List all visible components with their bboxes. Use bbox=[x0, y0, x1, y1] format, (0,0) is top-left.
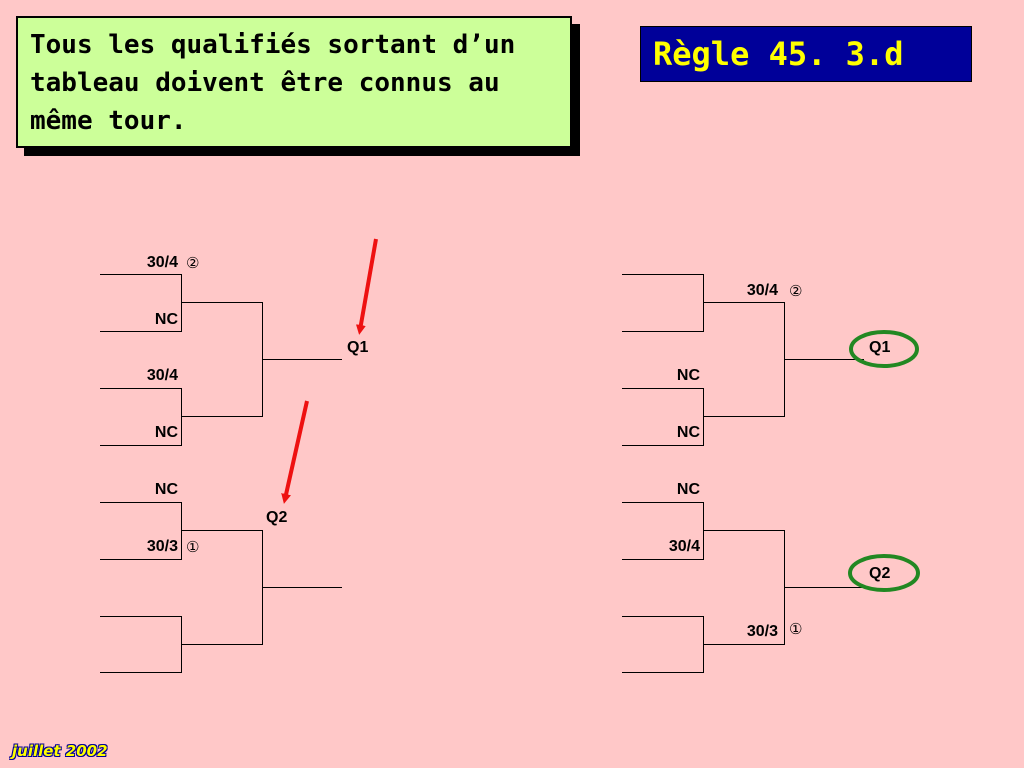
note-line-3: même tour. bbox=[30, 106, 187, 136]
bracket-line bbox=[703, 530, 785, 531]
player-label: NC bbox=[154, 481, 178, 498]
bracket-line bbox=[622, 502, 704, 503]
player-label: NC bbox=[676, 481, 700, 498]
qualifier-label-q2: Q2 bbox=[266, 509, 288, 526]
bracket-line bbox=[181, 530, 263, 531]
bracket-line bbox=[622, 672, 704, 673]
bracket-line bbox=[703, 644, 785, 645]
arrow-q1 bbox=[355, 238, 378, 335]
qualifier-label-q2: Q2 bbox=[869, 565, 891, 582]
player-label: NC bbox=[676, 367, 700, 384]
rule-title: Règle 45. 3.d bbox=[653, 35, 904, 73]
bracket-line bbox=[622, 616, 704, 617]
note-line-1: Tous les qualifiés sortant d’un bbox=[30, 30, 516, 60]
bracket-line bbox=[100, 445, 182, 446]
bracket-line bbox=[784, 359, 864, 360]
qualifier-label-q1: Q1 bbox=[869, 339, 891, 356]
player-label: 30/4 bbox=[146, 254, 178, 271]
bracket-line bbox=[703, 502, 704, 560]
seed-mark-2: ② bbox=[789, 282, 803, 300]
bracket-line bbox=[622, 331, 704, 332]
seed-mark-2: ② bbox=[186, 254, 200, 272]
player-label: 30/4 bbox=[146, 367, 178, 384]
bracket-line bbox=[100, 559, 182, 560]
bracket-line bbox=[181, 416, 263, 417]
player-label: 30/3 bbox=[146, 538, 178, 555]
seed-mark-1: ① bbox=[789, 620, 803, 638]
bracket-line bbox=[703, 274, 704, 332]
bracket-line bbox=[703, 416, 785, 417]
bracket-line bbox=[100, 274, 182, 275]
bracket-line bbox=[262, 359, 342, 360]
bracket-line bbox=[181, 302, 263, 303]
bracket-line bbox=[100, 616, 182, 617]
player-label: 30/4 bbox=[668, 538, 700, 555]
player-label: NC bbox=[154, 311, 178, 328]
bracket-line bbox=[100, 331, 182, 332]
bracket-line bbox=[622, 274, 704, 275]
note-line-2: tableau doivent être connus au bbox=[30, 68, 500, 98]
bracket-line bbox=[703, 388, 704, 446]
bracket-line bbox=[784, 587, 864, 588]
player-label: NC bbox=[154, 424, 178, 441]
player-label: NC bbox=[676, 424, 700, 441]
bracket-line bbox=[100, 672, 182, 673]
rule-title-box: Règle 45. 3.d bbox=[640, 26, 972, 82]
bracket-line bbox=[181, 274, 182, 332]
bracket-line bbox=[622, 445, 704, 446]
qualifier-label-q1: Q1 bbox=[347, 339, 369, 356]
bracket-line bbox=[622, 559, 704, 560]
bracket-line bbox=[262, 587, 342, 588]
circle-q2 bbox=[848, 554, 920, 592]
arrow-q2 bbox=[281, 400, 309, 504]
bracket-line bbox=[703, 302, 785, 303]
seed-mark-1: ① bbox=[186, 538, 200, 556]
seeded-label: 30/3 bbox=[746, 623, 778, 640]
bracket-line bbox=[181, 644, 263, 645]
bracket-line bbox=[100, 502, 182, 503]
circle-q1 bbox=[849, 330, 919, 368]
seeded-label: 30/4 bbox=[746, 282, 778, 299]
bracket-line bbox=[181, 502, 182, 560]
footer-date: juillet 2002 bbox=[12, 742, 108, 760]
bracket-line bbox=[100, 388, 182, 389]
bracket-line bbox=[181, 388, 182, 446]
note-box: Tous les qualifiés sortant d’un tableau … bbox=[16, 16, 572, 148]
bracket-line bbox=[622, 388, 704, 389]
